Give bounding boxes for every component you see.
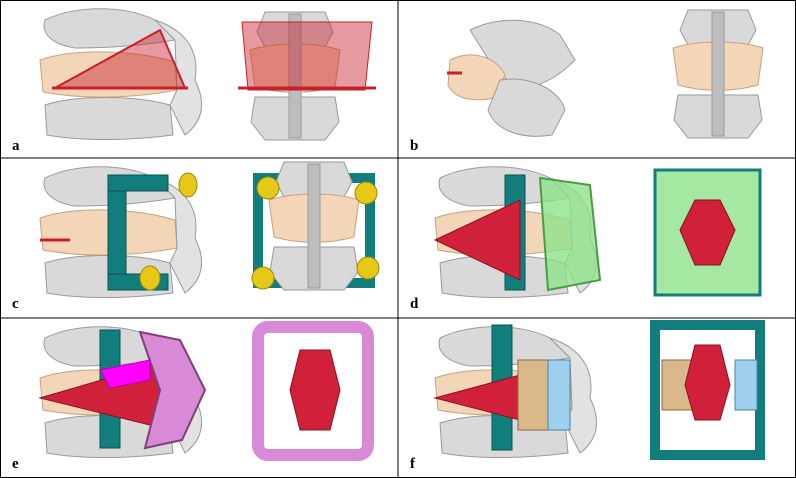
cut-plane-front-a — [241, 21, 373, 91]
panel-e: e — [12, 321, 374, 472]
green-guide-side-d — [538, 176, 602, 292]
panel-f: f — [410, 320, 765, 472]
cap-c-2 — [139, 265, 161, 291]
panel-b: b — [410, 9, 764, 154]
magenta-guide-front-e — [252, 321, 374, 461]
panel-label-f: f — [410, 456, 416, 472]
guide-frame-c — [107, 174, 127, 291]
panel-label-e: e — [12, 456, 19, 472]
cross-blade-d — [433, 199, 521, 281]
spine-frontal-b — [672, 9, 764, 139]
panel-label-b: b — [410, 138, 418, 154]
guide-frame-front-f — [650, 320, 765, 460]
cap-c-1 — [178, 172, 198, 198]
panel-a: a — [12, 8, 376, 154]
panel-label-c: c — [12, 296, 19, 312]
panel-c: c — [12, 161, 380, 312]
panel-d: d — [410, 166, 762, 312]
magenta-guide-side-e — [138, 330, 207, 450]
cross-blade-front-d — [679, 199, 736, 266]
panel-label-a: a — [12, 138, 20, 154]
blue-block-f — [547, 359, 571, 431]
panel-label-d: d — [410, 296, 419, 312]
